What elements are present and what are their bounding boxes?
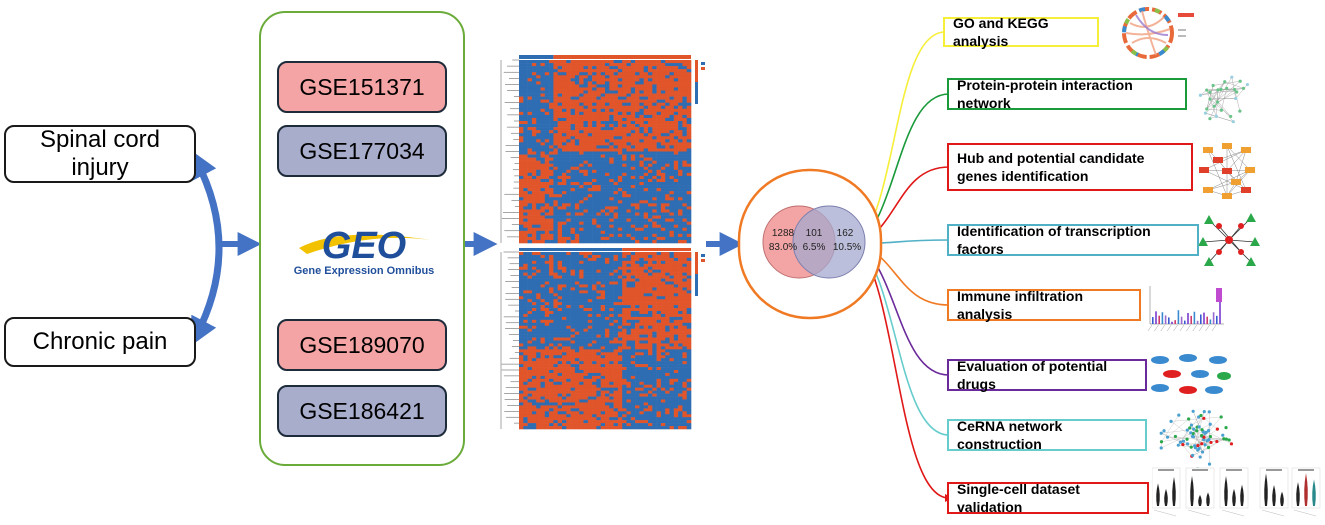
dataset-gse177034: GSE177034: [277, 125, 447, 177]
venn-middle-count: 101: [806, 228, 823, 239]
venn-middle-percent: 6.5%: [803, 242, 826, 253]
venn-right-count: 162: [837, 228, 854, 239]
immune-infiltration-thumbnail: [1147, 286, 1224, 332]
analysis-transcription-factors: Identification of transcription factors: [947, 223, 1199, 257]
cerna-network-thumbnail: [1159, 409, 1234, 470]
geo-logo-wordmark: GEO: [322, 225, 406, 267]
transcription-factor-thumbnail: [1199, 213, 1260, 266]
heatmap-bottom: [500, 248, 705, 430]
dataset-gse189070: GSE189070: [277, 319, 447, 371]
condition-link-arrow: [190, 150, 223, 346]
single-cell-violin-thumbnail: [1152, 467, 1321, 517]
analysis-ppi-network: Protein-protein interaction network: [947, 77, 1187, 111]
analysis-cerna-network: CeRNA network construction: [947, 418, 1147, 452]
heatmap-top: [500, 55, 705, 244]
analysis-single-cell-validation: Single-cell dataset validation: [947, 481, 1149, 515]
condition-chronic-pain: Chronic pain: [4, 317, 196, 367]
venn-diagram: 1288 83.0% 101 6.5% 162 10.5%: [737, 168, 883, 320]
condition-spinal-cord-injury: Spinal cord injury: [4, 125, 196, 183]
dataset-gse151371: GSE151371: [277, 61, 447, 113]
hub-genes-thumbnail: [1199, 143, 1255, 199]
analysis-hub-genes: Hub and potential candidate genes identi…: [947, 143, 1193, 191]
ppi-network-thumbnail: [1198, 75, 1250, 124]
geo-logo: GEO Gene Expression Omnibus: [294, 225, 435, 277]
analysis-go-kegg: GO and KEGG analysis: [943, 15, 1099, 49]
drugs-thumbnail: [1151, 354, 1231, 394]
chord-diagram-thumbnail: [1122, 7, 1194, 59]
venn-left-count: 1288: [772, 228, 795, 239]
dataset-panel: GSE151371 GSE177034 GEO Gene Expression …: [259, 11, 465, 466]
geo-logo-tagline: Gene Expression Omnibus: [294, 265, 435, 277]
venn-right-circle: [792, 205, 866, 279]
analysis-immune-infiltration: Immune infiltration analysis: [947, 288, 1141, 322]
venn-right-percent: 10.5%: [833, 242, 861, 253]
analysis-potential-drugs: Evaluation of potential drugs: [947, 358, 1147, 392]
dataset-gse186421: GSE186421: [277, 385, 447, 437]
venn-left-percent: 83.0%: [769, 242, 797, 253]
